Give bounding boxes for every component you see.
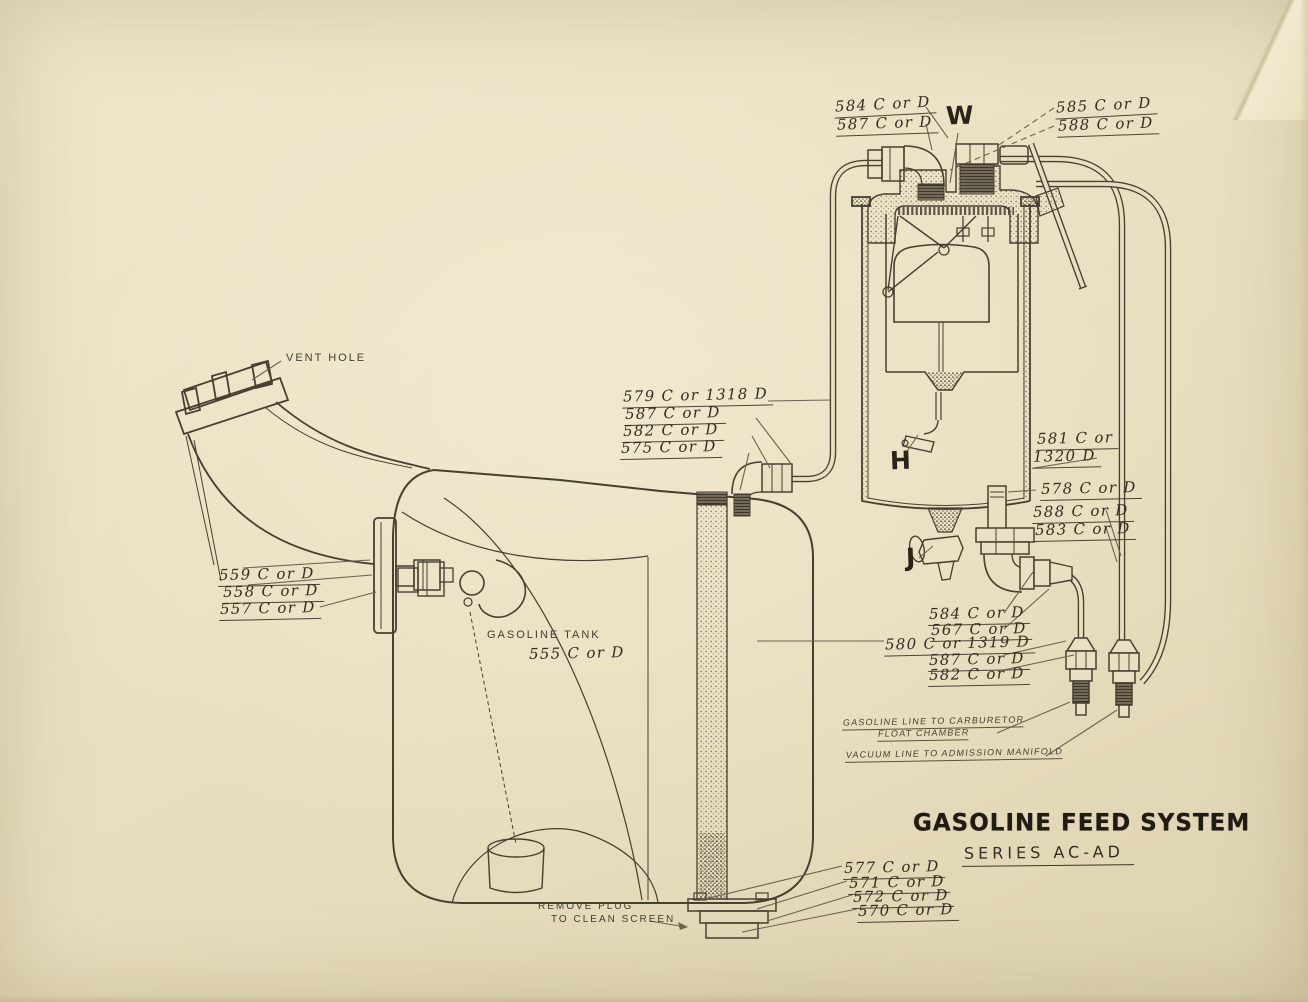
gasoline-tank-part-number: 555 C or D [528,643,625,664]
marker-h: H [889,445,912,476]
part-label-581-line2: 1320 D [1031,446,1101,469]
remove-plug-label-2: TO CLEAN SCREEN [551,914,676,925]
vent-hole-label: VENT HOLE [286,352,367,364]
filler-neck [174,359,454,591]
remove-plug-label-1: REMOVE PLUG [538,901,634,912]
vacuum-line-fitting [1108,639,1140,718]
carburetor-line-fitting [1065,637,1097,716]
gasoline-tank [373,468,814,939]
fuel-pipes [790,142,1172,685]
gasoline-line-label-2: FLOAT CHAMBER [877,727,971,742]
page-edge-shadow-right [1300,0,1308,1002]
part-label-578: 578 C or D [1039,478,1142,501]
tank-top-fittings [731,461,793,517]
part-label-575: 575 C or D [619,437,722,460]
gasoline-tank-label: GASOLINE TANK [487,629,601,641]
part-label-583: 583 C or D [1033,519,1136,542]
vacuum-tank [851,143,1073,593]
diagram-series: SERIES AC-AD [961,842,1135,867]
leader-lines [242,106,1122,933]
part-label-587-top: 587 C or D [835,112,938,137]
marker-j: J [905,542,916,573]
line-end-fittings [1065,637,1140,718]
part-label-582-carb: 582 C or D [927,664,1030,687]
part-label-557: 557 C or D [218,598,321,621]
part-label-588-top: 588 C or D [1056,113,1159,138]
marker-w: W [945,100,975,131]
page-edge-shadow-bottom [0,995,1308,1002]
part-label-570: 570 C or D [856,900,959,923]
diagram-title: GASOLINE FEED SYSTEM [913,809,1251,837]
